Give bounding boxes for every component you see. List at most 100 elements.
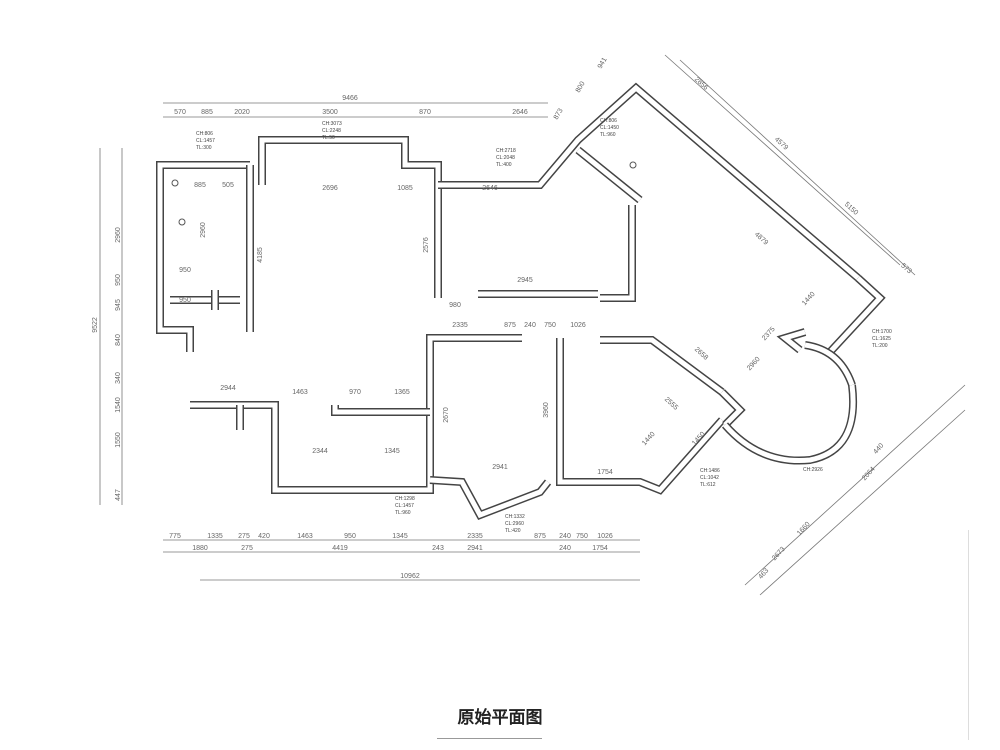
dimension-label: 2960 [746, 356, 762, 372]
dimension-label: 1440 [801, 291, 817, 307]
room-note-line: CH:1298 [395, 496, 415, 502]
room-note-line: TL:612 [700, 482, 716, 488]
dimension-label: 750 [576, 533, 588, 540]
wall-fill [576, 148, 642, 202]
room-note-line: CL:1457 [395, 503, 414, 509]
dimension-label: 1463 [297, 533, 313, 540]
dimension-label: 420 [258, 533, 270, 540]
walls [156, 82, 886, 520]
room-note-line: CH:2718 [496, 148, 516, 154]
dimension-label: 573 [899, 262, 912, 275]
wall-fill [600, 205, 635, 301]
dimension-label: 2646 [512, 109, 528, 116]
dimension-lines [99, 54, 966, 596]
room-note: CH:2926 [803, 467, 823, 473]
wall-fill [828, 276, 884, 354]
room-note-line: CL:1450 [600, 125, 619, 131]
dimension-label: 5150 [843, 201, 859, 217]
dimension-label: 1345 [392, 533, 408, 540]
dimension-label: 9522 [92, 317, 99, 333]
room-note-line: CL:2048 [496, 155, 515, 161]
dimension-label: 950 [179, 267, 191, 274]
room-note-line: TL:420 [505, 528, 521, 534]
dimension-label: 2673 [771, 546, 787, 562]
dimension-label: 1335 [207, 533, 223, 540]
room-note-line: CH:806 [196, 131, 213, 137]
dimension-label: 1463 [292, 389, 308, 396]
dimension-label: 1660 [796, 521, 812, 537]
dimension-label: 9466 [342, 95, 358, 102]
wall-fill [429, 477, 550, 519]
dimension-label: 3500 [322, 109, 338, 116]
dimension-label: 1026 [570, 322, 586, 329]
dimension-label: 1085 [397, 185, 413, 192]
dimension-label: 2658 [693, 346, 709, 362]
room-note-line: CL:2248 [322, 128, 341, 134]
dimension-label: 980 [449, 302, 461, 309]
dimension-label: 440 [872, 442, 885, 455]
room-note-line: CH:1486 [700, 468, 720, 474]
room-note-line: TL:300 [196, 145, 212, 151]
dimension-label: 885 [194, 182, 206, 189]
dimension-label: 870 [419, 109, 431, 116]
dimension-label: 1365 [394, 389, 410, 396]
dimension-label: 4579 [773, 136, 789, 152]
dimension-label: 873 [553, 107, 565, 121]
dimension-label: 2941 [467, 545, 483, 552]
dimension-label: 775 [169, 533, 181, 540]
dimension-label: 2945 [517, 277, 533, 284]
wall-fill [332, 405, 430, 415]
room-note-line: CL:1457 [196, 138, 215, 144]
dimension-label: 875 [534, 533, 546, 540]
dimension-label: 885 [201, 109, 213, 116]
room-note-line: CL:2960 [505, 521, 524, 527]
room-note-line: CH:3073 [322, 121, 342, 127]
wall-fill [438, 84, 860, 280]
dimension-label: 2646 [482, 185, 498, 192]
room-note-line: TL:960 [395, 510, 411, 516]
room-note-line: TL:200 [872, 343, 888, 349]
page-edge [968, 530, 969, 740]
dimension-label: 2555 [663, 396, 679, 412]
dimension-label: 2670 [443, 407, 450, 423]
balcony-wall-fill [804, 342, 855, 386]
dimension-label: 2960 [200, 222, 207, 238]
room-note-line: CH:2926 [803, 467, 823, 473]
room-note-line: CH:1700 [872, 329, 892, 335]
dimension-label: 570 [174, 109, 186, 116]
balcony-wall-fill [723, 384, 856, 464]
dimension-label: 750 [544, 322, 556, 329]
dimension-label: 1880 [192, 545, 208, 552]
room-note-line: CL:1625 [872, 336, 891, 342]
room-note-line: TL:400 [496, 162, 512, 168]
room-notes: CH:806CL:1457TL:300CH:3073CL:2248TL:50CH… [196, 118, 892, 534]
dimension-label: 1754 [592, 545, 608, 552]
dimension-label: 4879 [753, 231, 769, 247]
dimension-label: 2960 [115, 227, 122, 243]
dimension-label: 2576 [423, 237, 430, 253]
dimension-label: 950 [115, 274, 122, 286]
drain-icon [629, 161, 637, 169]
dimension-label: 2064 [861, 466, 877, 482]
drain-icon [178, 218, 186, 226]
dimension-label: 875 [504, 322, 516, 329]
dimension-label: 463 [757, 567, 770, 580]
room-note-line: TL:50 [322, 135, 335, 141]
drawing-title: 原始平面图 [457, 708, 543, 728]
dimension-label: 2020 [234, 109, 250, 116]
dimension-label: 2344 [312, 448, 328, 455]
dimension-label: 1440 [641, 431, 657, 447]
room-note-line: TL:960 [600, 132, 616, 138]
dimension-label: 2944 [220, 385, 236, 392]
dimension-label: 945 [115, 299, 122, 311]
wall [600, 205, 636, 302]
wall [156, 161, 250, 352]
wall-fill [157, 162, 250, 352]
